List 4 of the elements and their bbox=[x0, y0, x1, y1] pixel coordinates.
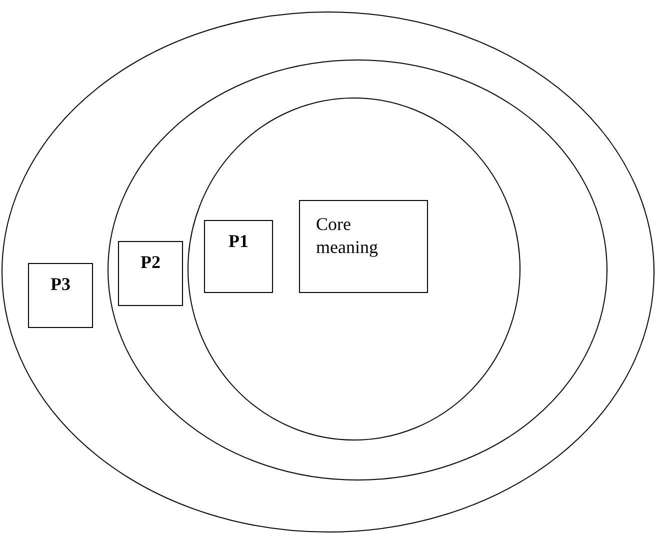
text-box: P1 bbox=[204, 220, 273, 293]
text-box: P2 bbox=[118, 241, 183, 306]
text-box: P3 bbox=[28, 263, 93, 328]
text-box: Core meaning bbox=[299, 200, 428, 293]
